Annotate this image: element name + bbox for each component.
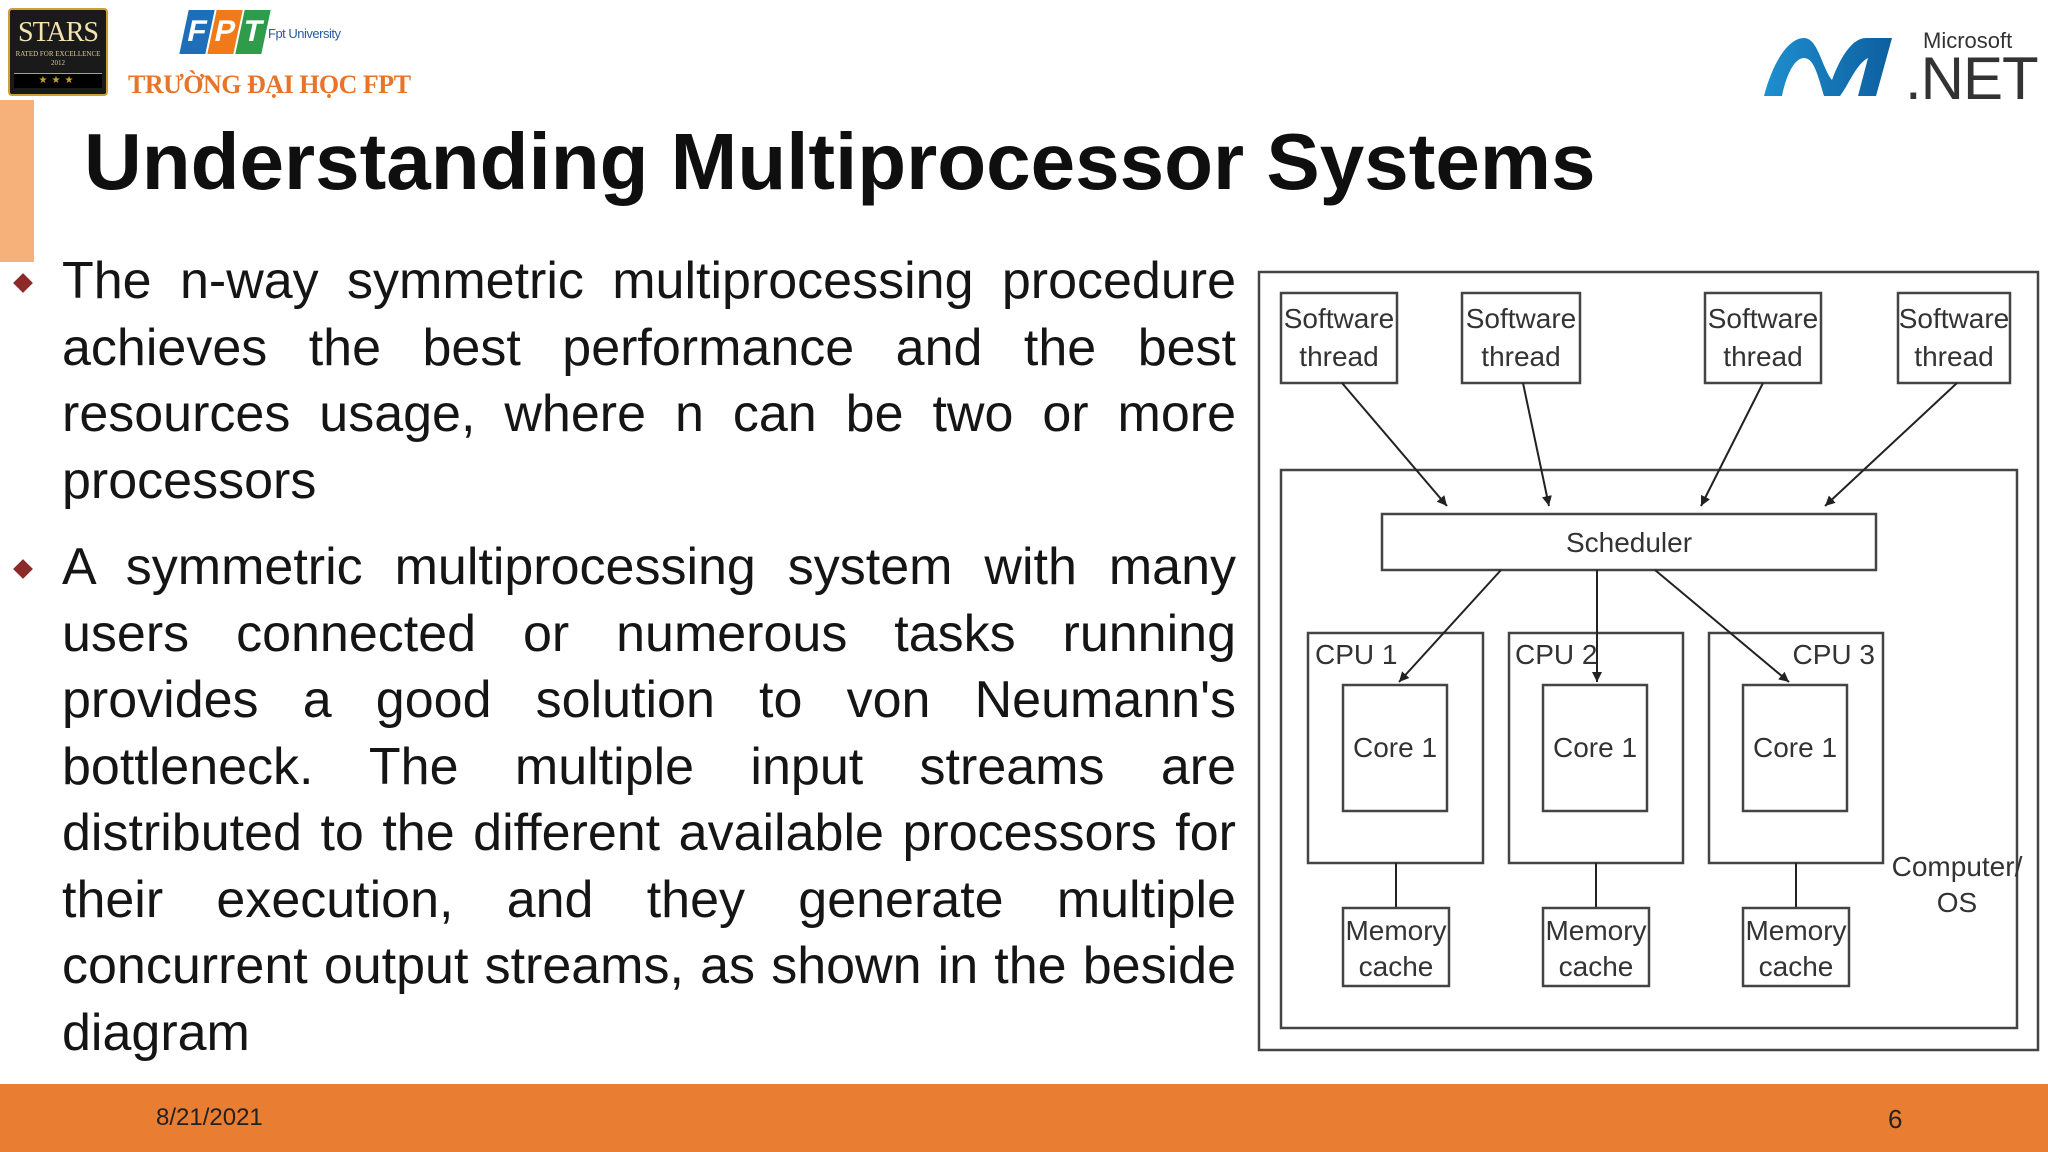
memory-cache-box: Memory cache	[1741, 906, 1851, 988]
page-number: 6	[1888, 1104, 1903, 1134]
core-label: Core 1	[1353, 732, 1437, 763]
fpt-school-name: TRƯỜNG ĐẠI HỌC FPT	[128, 70, 411, 99]
smp-diagram-svg: Software thread Software thread Software…	[1257, 270, 2040, 1052]
software-thread-line2: thread	[1723, 341, 1802, 372]
diamond-bullet-icon	[13, 559, 33, 579]
stars-logo-word: STARS	[18, 17, 99, 48]
cpu-label: CPU 3	[1793, 639, 1875, 670]
fpt-university-text: Fpt University	[268, 26, 341, 41]
bullet-text: The n-way symmetric multiprocessing proc…	[62, 252, 1236, 510]
stars-logo-year: 2012	[51, 59, 65, 67]
memory-cache-line2: cache	[1759, 951, 1834, 982]
software-thread-box: Software thread	[1703, 291, 1823, 385]
smp-diagram: Software thread Software thread Software…	[1257, 270, 2040, 1052]
software-thread-box: Software thread	[1460, 291, 1582, 385]
scheduler-box: Scheduler	[1380, 512, 1878, 572]
stars-logo-tagline: RATED FOR EXCELLENCE	[15, 50, 101, 58]
software-thread-line2: thread	[1481, 341, 1560, 372]
bullet-list: The n-way symmetric multiprocessing proc…	[13, 248, 1236, 1086]
memory-cache-line2: cache	[1559, 951, 1634, 982]
dotnet-word: .NET	[1905, 45, 2039, 112]
cpu-box: CPU 3 Core 1	[1707, 631, 1885, 865]
cpu-label: CPU 2	[1515, 639, 1597, 670]
scheduler-to-core-arrow	[1654, 569, 1790, 683]
bullet-item: A symmetric multiprocessing system with …	[13, 534, 1236, 1066]
slide-title: Understanding Multiprocessor Systems	[84, 117, 1596, 206]
footer-bar: 8/21/2021 6	[0, 1084, 2048, 1152]
software-thread-line2: thread	[1299, 341, 1378, 372]
dotnet-logo: Microsoft .NET	[1760, 28, 2039, 112]
computer-os-box	[1279, 468, 2019, 1030]
dotnet-wave-icon	[1764, 38, 1892, 96]
software-thread-box: Software thread	[1279, 291, 1399, 385]
diamond-bullet-icon	[13, 273, 33, 293]
software-thread-line1: Software	[1708, 303, 1819, 334]
scheduler-to-core-arrow	[1398, 569, 1502, 683]
bullet-item: The n-way symmetric multiprocessing proc…	[13, 248, 1236, 514]
bullet-text: A symmetric multiprocessing system with …	[62, 538, 1236, 1062]
core-label: Core 1	[1753, 732, 1837, 763]
memory-cache-box: Memory cache	[1341, 906, 1451, 988]
stars-logo: STARS RATED FOR EXCELLENCE 2012 ★★★	[8, 8, 108, 96]
scheduler-label: Scheduler	[1566, 527, 1692, 558]
core-box	[1541, 683, 1649, 813]
memory-cache-line1: Memory	[1345, 915, 1446, 946]
memory-cache-box: Memory cache	[1541, 906, 1651, 988]
fpt-university-logo: F P T Fpt University TRƯỜNG ĐẠI HỌC FPT	[128, 6, 411, 99]
core-label: Core 1	[1553, 732, 1637, 763]
cpu-label: CPU 1	[1315, 639, 1397, 670]
software-thread-line1: Software	[1899, 303, 2010, 334]
thread-to-scheduler-arrow	[1522, 382, 1552, 507]
thread-to-scheduler-arrow	[1341, 382, 1448, 507]
cpu-box: CPU 1 Core 1	[1306, 631, 1485, 865]
software-thread-box: Software thread	[1896, 291, 2012, 385]
thread-to-scheduler-arrow	[1700, 382, 1764, 507]
core-box	[1341, 683, 1449, 813]
computer-os-label-line1: Computer/	[1892, 851, 2023, 882]
memory-cache-line1: Memory	[1745, 915, 1846, 946]
memory-cache-line2: cache	[1359, 951, 1434, 982]
dotnet-company-text: Microsoft	[1923, 28, 2013, 53]
title-accent-bar	[0, 100, 34, 262]
software-thread-line1: Software	[1466, 303, 1577, 334]
stars-logo-star-bar: ★★★	[14, 73, 102, 88]
software-thread-line2: thread	[1914, 341, 1993, 372]
memory-cache-line1: Memory	[1545, 915, 1646, 946]
footer-date: 8/21/2021	[156, 1104, 263, 1131]
core-box	[1741, 683, 1849, 813]
software-thread-line1: Software	[1284, 303, 1395, 334]
computer-os-label-line2: OS	[1937, 887, 1977, 918]
thread-to-scheduler-arrow	[1824, 382, 1958, 507]
